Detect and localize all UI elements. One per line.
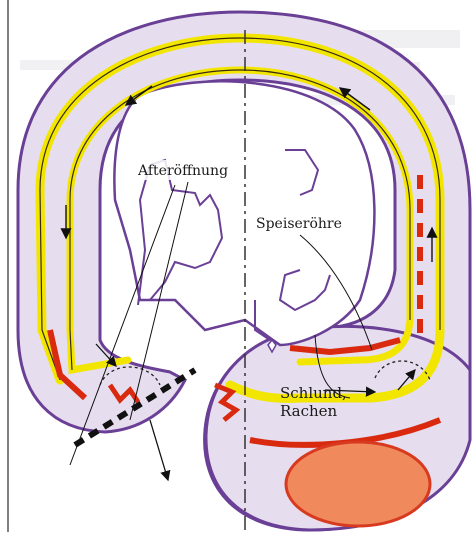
label-esophagus: Speiseröhre — [256, 216, 342, 232]
direction-arrow-anus-out — [150, 420, 168, 480]
label-pharynx-line2: Rachen — [280, 402, 338, 420]
label-anus: Afteröffnung — [137, 163, 228, 179]
yolk-sac — [286, 442, 430, 526]
label-pharynx-line1: Schlund, — [280, 384, 347, 402]
